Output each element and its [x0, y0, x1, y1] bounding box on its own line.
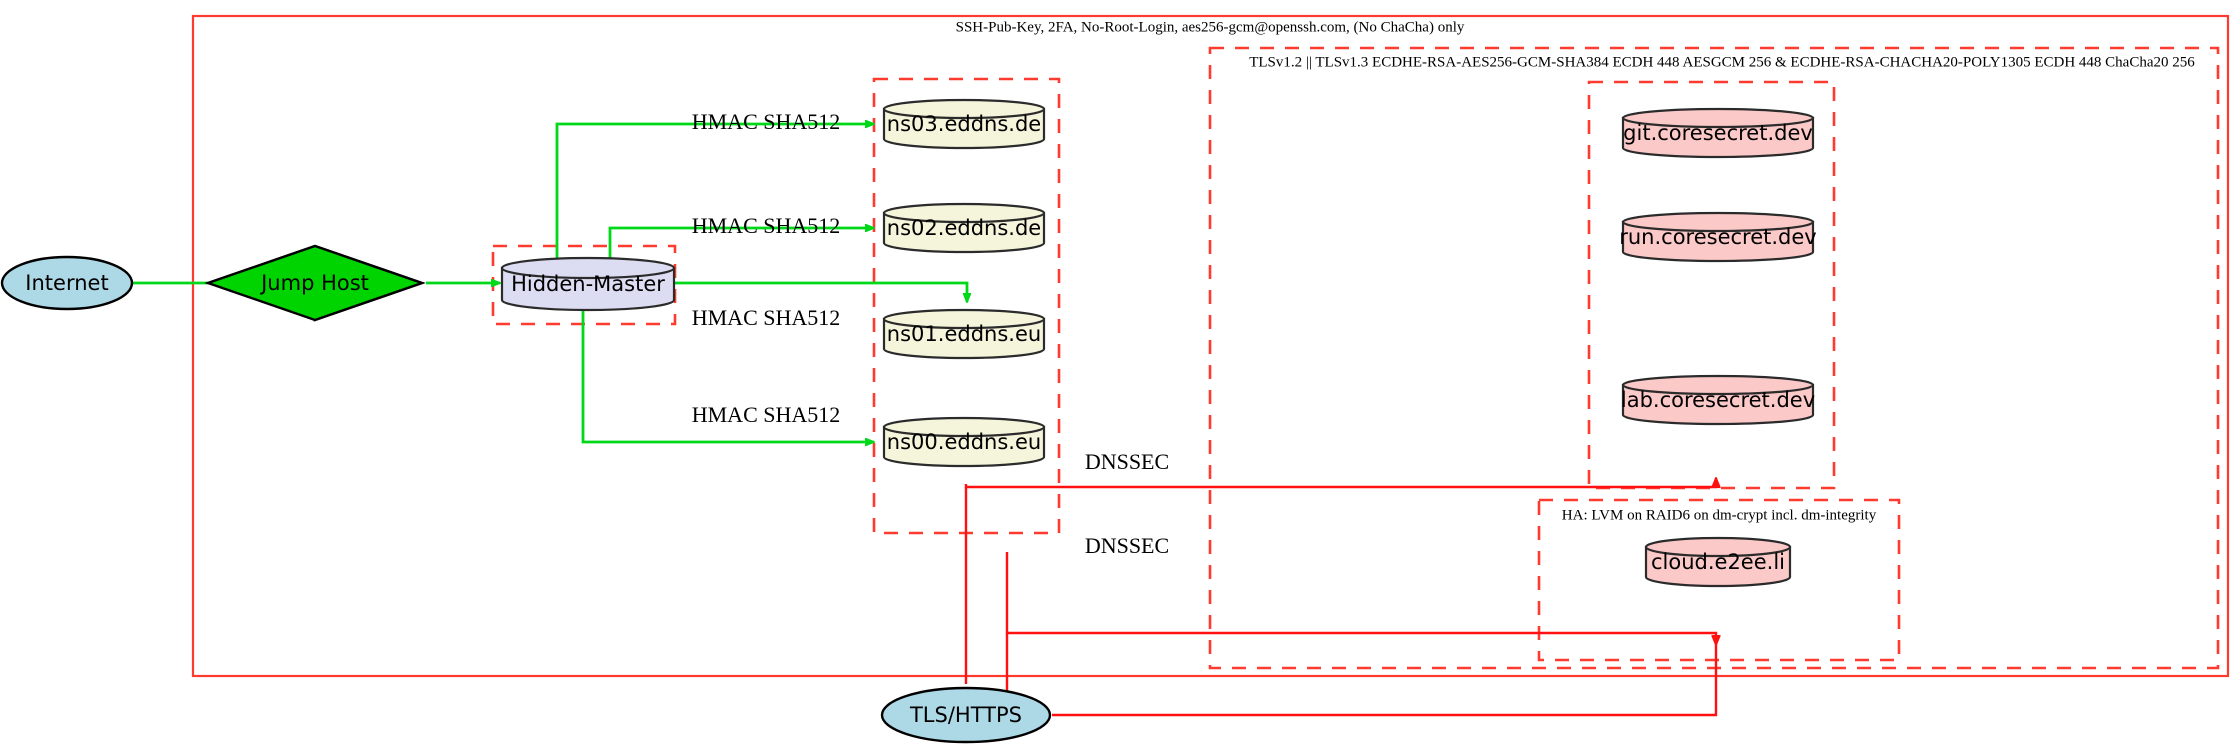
node-jump-host[interactable]: Jump Host [204, 244, 426, 322]
node-cloud-e2ee-label: cloud.e2ee.li [1651, 550, 1785, 574]
node-lab-coresecret[interactable]: lab.coresecret.dev [1621, 374, 1815, 426]
node-git-coresecret-label: git.coresecret.dev [1623, 121, 1813, 145]
edge-hiddenmaster-to-ns00 [581, 310, 874, 442]
node-lab-coresecret-label: lab.coresecret.dev [1621, 388, 1815, 412]
cluster-ha-label: HA: LVM on RAID6 on dm-crypt incl. dm-in… [1562, 507, 1877, 523]
cluster-tls-label: TLSv1.2 || TLSv1.3 ECDHE-RSA-AES256-GCM-… [1249, 54, 2195, 70]
node-hidden-master[interactable]: Hidden-Master [500, 256, 676, 312]
edge-label-hmac-ns01: HMAC SHA512 [692, 305, 841, 330]
node-git-coresecret[interactable]: git.coresecret.dev [1621, 107, 1815, 159]
edge-label-hmac-ns00: HMAC SHA512 [692, 402, 841, 427]
node-ns01[interactable]: ns01.eddns.eu [882, 308, 1046, 360]
edge-dnssec-upper [964, 478, 1716, 489]
node-run-coresecret[interactable]: run.coresecret.dev [1619, 211, 1817, 263]
node-hidden-master-label: Hidden-Master [511, 272, 665, 296]
node-ns01-label: ns01.eddns.eu [887, 322, 1041, 346]
cluster-ha: HA: LVM on RAID6 on dm-crypt incl. dm-in… [1537, 498, 1901, 662]
node-internet[interactable]: Internet [0, 255, 134, 311]
node-jump-host-label: Jump Host [259, 271, 369, 295]
node-ns03-label: ns03.eddns.de [887, 112, 1041, 136]
cluster-tls: TLSv1.2 || TLSv1.3 ECDHE-RSA-AES256-GCM-… [1208, 46, 2220, 670]
node-cloud-e2ee[interactable]: cloud.e2ee.li [1644, 536, 1792, 588]
edge-label-hmac-ns02: HMAC SHA512 [692, 213, 841, 238]
node-ns02-label: ns02.eddns.de [887, 216, 1041, 240]
edge-hiddenmaster-to-ns03 [555, 124, 874, 258]
edge-dnssec-lower [1005, 552, 1716, 645]
cluster-ssh-label: SSH-Pub-Key, 2FA, No-Root-Login, aes256-… [956, 19, 1465, 35]
edge-hiddenmaster-to-ns02 [608, 228, 874, 258]
node-tls-https-label: TLS/HTTPS [909, 703, 1022, 727]
node-ns00[interactable]: ns00.eddns.eu [882, 416, 1046, 468]
node-run-coresecret-label: run.coresecret.dev [1619, 225, 1817, 249]
node-ns03[interactable]: ns03.eddns.de [882, 98, 1046, 150]
edge-label-hmac-ns03: HMAC SHA512 [692, 109, 841, 134]
node-tls-https[interactable]: TLS/HTTPS [880, 686, 1052, 744]
edge-tlshttps-right [1052, 645, 1718, 717]
node-ns00-label: ns00.eddns.eu [887, 430, 1041, 454]
node-ns02[interactable]: ns02.eddns.de [882, 202, 1046, 254]
node-internet-label: Internet [25, 271, 108, 295]
edge-label-dnssec-upper: DNSSEC [1085, 449, 1169, 474]
edge-hiddenmaster-to-ns01 [670, 281, 967, 302]
edge-label-dnssec-lower: DNSSEC [1085, 533, 1169, 558]
cluster-ssh: SSH-Pub-Key, 2FA, No-Root-Login, aes256-… [191, 14, 2230, 678]
